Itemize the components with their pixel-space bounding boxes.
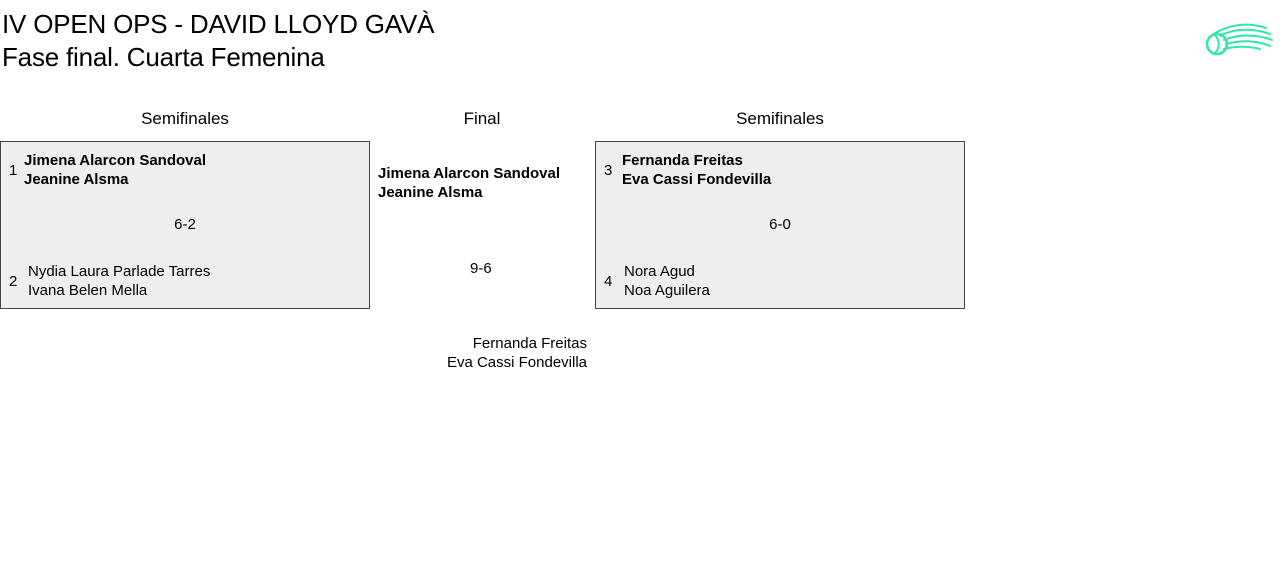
padel-ball-logo-icon: [1205, 23, 1273, 56]
final-team-runner-up: Fernanda Freitas Eva Cassi Fondevilla: [447, 334, 587, 372]
player-name: Jeanine Alsma: [378, 184, 483, 201]
player-name: Ivana Belen Mella: [28, 282, 148, 299]
player-name: Eva Cassi Fondevilla: [446, 354, 587, 371]
match-score: 6-2: [174, 216, 196, 233]
team-winner: Fernanda Freitas Eva Cassi Fondevilla: [622, 151, 771, 189]
round-label-final: Final: [463, 109, 501, 128]
page-title: IV OPEN OPS - DAVID LLOYD GAVÀ Fase fina…: [2, 8, 434, 74]
player-name: Jeanine Alsma: [24, 171, 129, 188]
player-name: Fernanda Freitas: [472, 335, 587, 352]
tournament-title: IV OPEN OPS - DAVID LLOYD GAVÀ: [2, 9, 435, 39]
player-name: Eva Cassi Fondevilla: [622, 171, 772, 188]
player-name: Nora Agud: [624, 263, 695, 280]
team-seed: 3: [604, 162, 613, 179]
match-semifinal-left[interactable]: 1 Jimena Alarcon Sandoval Jeanine Alsma …: [0, 141, 370, 309]
team-seed: 1: [9, 162, 18, 179]
final-score: 9-6: [470, 260, 492, 277]
player-name: Jimena Alarcon Sandoval: [378, 165, 561, 182]
player-name: Noa Aguilera: [624, 282, 710, 299]
match-score: 6-0: [769, 216, 791, 233]
phase-title: Fase final. Cuarta Femenina: [2, 42, 325, 72]
round-label-semifinal-right: Semifinales: [736, 109, 824, 128]
team-seed: 4: [604, 273, 613, 290]
player-name: Jimena Alarcon Sandoval: [24, 152, 207, 169]
round-label-semifinal-left: Semifinales: [141, 109, 229, 128]
player-name: Nydia Laura Parlade Tarres: [28, 263, 211, 280]
final-team-winner: Jimena Alarcon Sandoval Jeanine Alsma: [378, 164, 560, 202]
team-winner: Jimena Alarcon Sandoval Jeanine Alsma: [24, 151, 206, 189]
team-seed: 2: [9, 273, 18, 290]
team-loser: Nydia Laura Parlade Tarres Ivana Belen M…: [28, 262, 210, 300]
team-loser: Nora Agud Noa Aguilera: [624, 262, 710, 300]
match-semifinal-right[interactable]: 3 Fernanda Freitas Eva Cassi Fondevilla …: [595, 141, 965, 309]
player-name: Fernanda Freitas: [622, 152, 743, 169]
